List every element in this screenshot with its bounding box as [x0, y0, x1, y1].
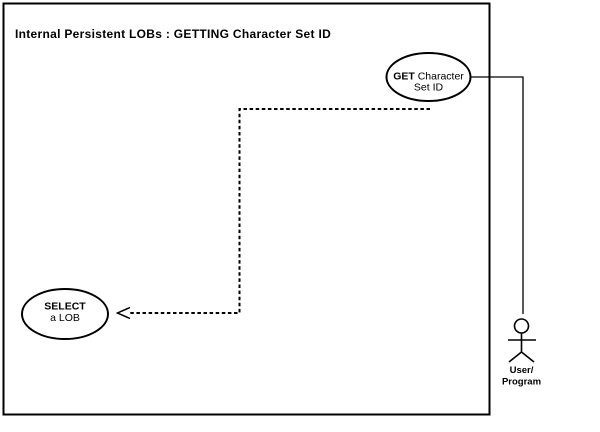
- dependency-dashed-line: [129, 108, 430, 314]
- actor-label-line2: Program: [502, 377, 541, 388]
- actor-legs-icon: [508, 351, 535, 363]
- diagram-title: Internal Persistent LOBs : GETTING Chara…: [15, 27, 331, 41]
- actor-head-icon: [513, 318, 530, 334]
- actor-user-program: User/ Program: [502, 318, 541, 388]
- actor-label-line1: User/: [510, 365, 534, 376]
- system-boundary-frame: [2, 2, 491, 416]
- select-lob-label-line2: a LOB: [50, 312, 80, 324]
- use-case-get-character-set-id: GET Character Set ID: [385, 52, 472, 102]
- association-line: [470, 76, 524, 314]
- select-lob-label-line1: SELECT: [44, 301, 86, 313]
- open-arrowhead-icon: [115, 306, 131, 320]
- select-lob-ellipse: [21, 288, 109, 340]
- use-case-select-a-lob: SELECT a LOB: [21, 288, 109, 340]
- get-charset-label-line2: Set ID: [414, 82, 444, 94]
- get-charset-label-line1: GET Character: [393, 71, 464, 83]
- get-charset-ellipse: [385, 52, 472, 102]
